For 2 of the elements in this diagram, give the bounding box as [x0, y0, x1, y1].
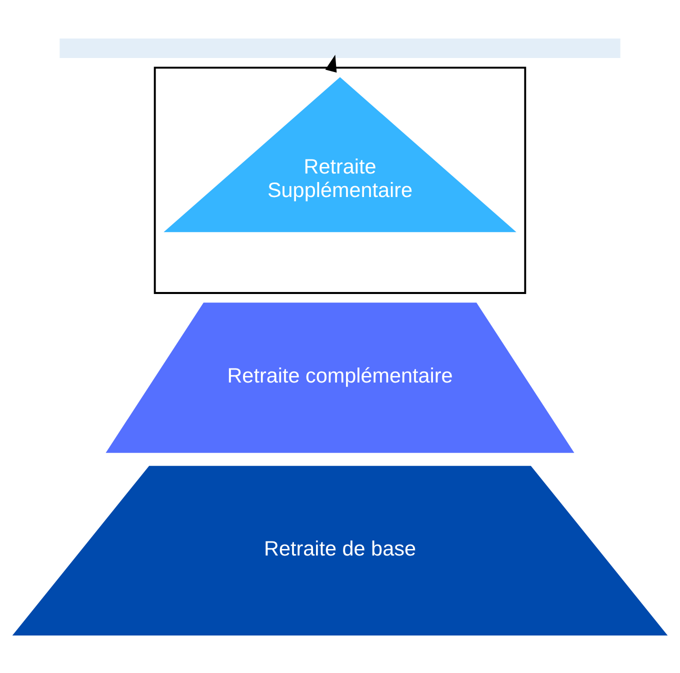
node-bar — [60, 38, 620, 58]
cluster — [154, 66, 526, 294]
